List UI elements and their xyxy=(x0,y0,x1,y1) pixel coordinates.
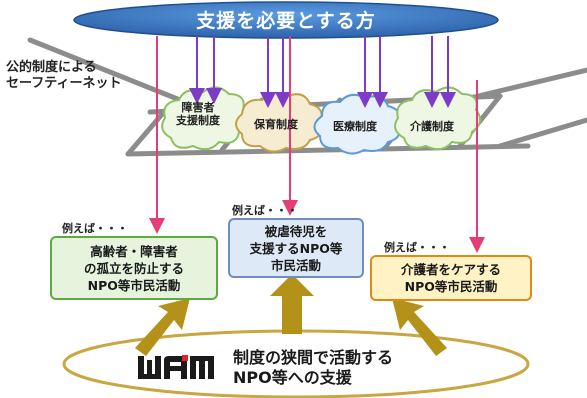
example-label-orange: 例えば・・・ xyxy=(384,241,450,254)
wam-logo xyxy=(138,355,214,379)
header-oval xyxy=(73,1,499,39)
safety-net-line1: 公的制度による xyxy=(6,60,97,75)
wam-line2: NPO等への支援 xyxy=(233,368,352,387)
box-orange-line2: NPO等市民活動 xyxy=(404,279,498,294)
box-blue-line3: 市民活動 xyxy=(270,257,321,273)
cloud-disability-line2: 支援制度 xyxy=(176,114,220,127)
cloud-medical xyxy=(313,93,401,155)
header-title: 支援を必要とする方 xyxy=(196,9,376,32)
safety-net-line2: セーフティーネット xyxy=(6,76,122,91)
npo-box-elderly-disabled: 高齢者・障害者 の孤立を防止する NPO等市民活動 xyxy=(50,236,218,300)
example-label-green: 例えば・・・ xyxy=(62,222,128,235)
purple-arrows xyxy=(189,36,456,108)
example-label-blue: 例えば・・・ xyxy=(232,204,298,217)
box-green-line3: NPO等市民活動 xyxy=(87,277,181,293)
cloud-label-medical: 医療制度 xyxy=(333,120,377,133)
safety-net-label: 公的制度による セーフティーネット xyxy=(6,60,121,92)
npo-box-caregivers: 介護者をケアする NPO等市民活動 xyxy=(370,255,532,301)
box-blue-line2: 支援するNPO等 xyxy=(249,240,343,256)
wam-support-text: 制度の狭間で活動する NPO等への支援 xyxy=(233,348,393,388)
box-green-line1: 高齢者・障害者 xyxy=(90,243,178,259)
npo-box-abused-children: 被虐待児を 支援するNPO等 市民活動 xyxy=(228,218,364,278)
cloud-label-disability: 障害者 支援制度 xyxy=(176,101,220,127)
box-blue-line1: 被虐待児を xyxy=(264,223,328,239)
wam-line1: 制度の狭間で活動する xyxy=(233,348,394,367)
cloud-label-care: 介護制度 xyxy=(410,120,454,133)
box-orange-line1: 介護者をケアする xyxy=(400,262,501,277)
box-green-line2: の孤立を防止する xyxy=(83,260,184,276)
cloud-label-childcare: 保育制度 xyxy=(254,118,298,131)
pink-arrows xyxy=(149,36,485,253)
gold-arrows xyxy=(135,274,447,356)
cloud-care xyxy=(394,86,482,151)
cloud-disability-line1: 障害者 xyxy=(181,101,215,114)
